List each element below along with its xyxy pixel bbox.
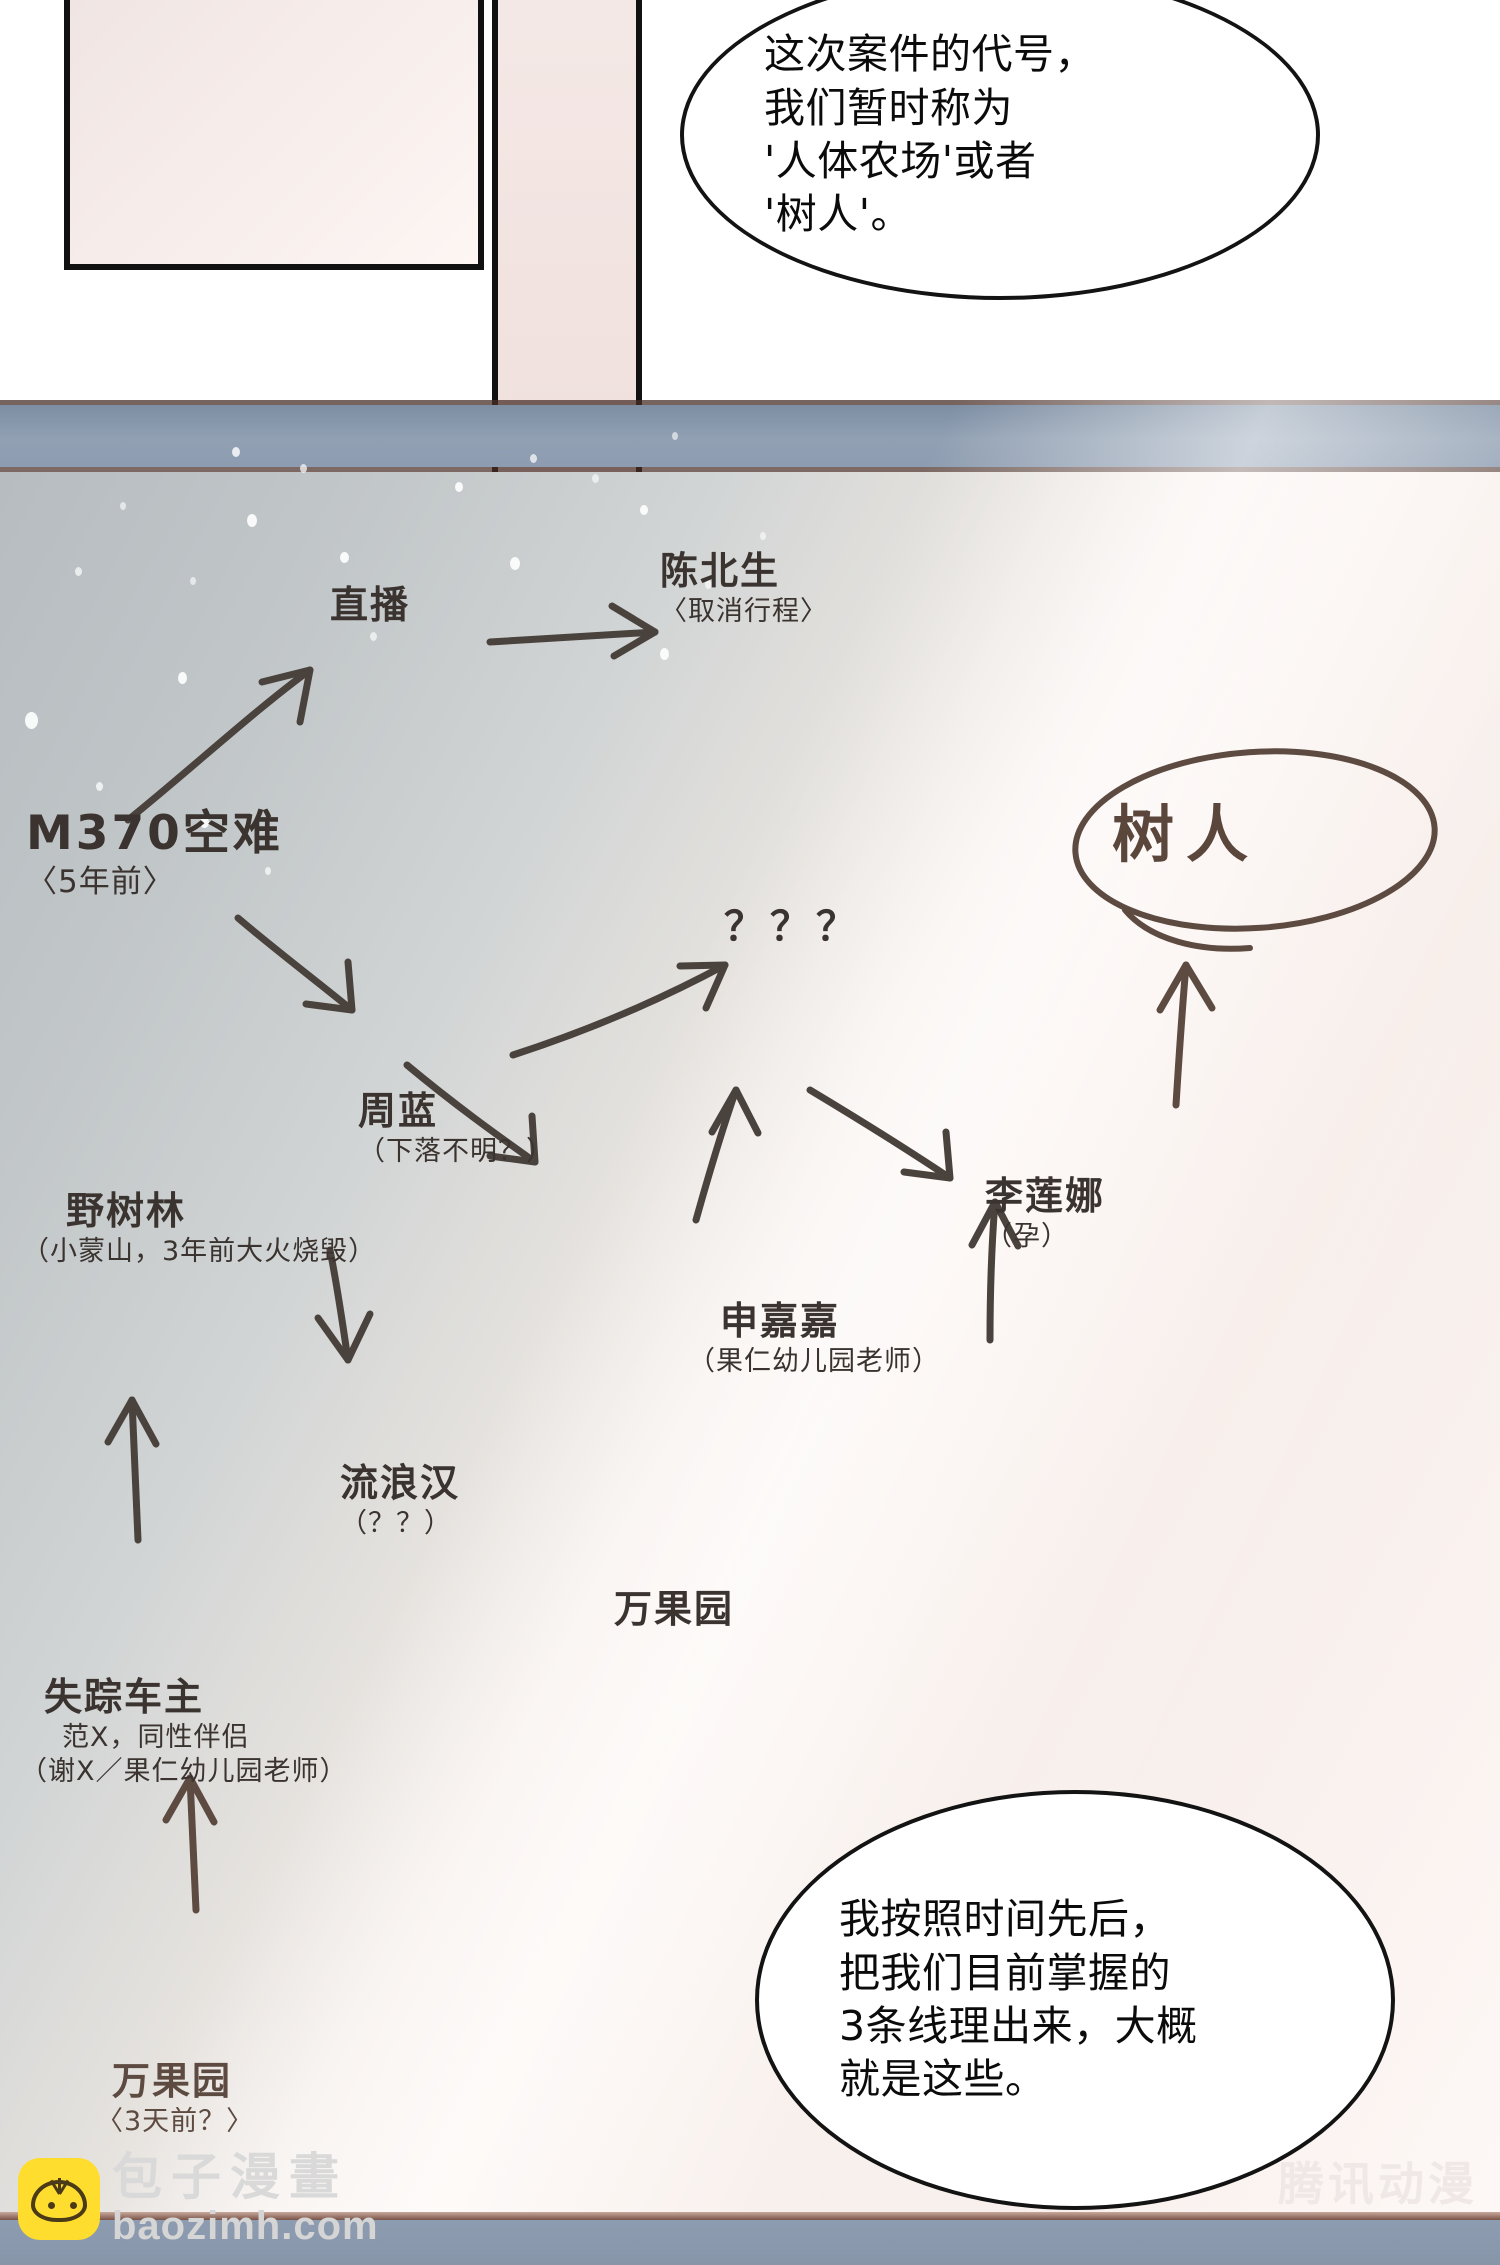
- node-subtitle: （小蒙山，3年前大火烧毁）: [22, 1235, 377, 1267]
- mindmap-node-ye-shu-lin: 野树林 （小蒙山，3年前大火烧毁）: [22, 1189, 376, 1267]
- baozi-bun-icon: [18, 2158, 100, 2240]
- node-title: 野树林: [66, 1189, 187, 1233]
- mindmap-node-li-lianna: 李莲娜 （孕）: [985, 1175, 1105, 1252]
- node-title: 申嘉嘉: [720, 1299, 841, 1343]
- mindmap-node-hub-shuren: 树人: [1112, 798, 1261, 871]
- comic-panel-upper-left: [64, 0, 484, 270]
- bun-eye: [48, 2202, 55, 2209]
- mindmap-node-m370: M370空难 〈5年前〉: [26, 806, 283, 900]
- mindmap-node-liu-lang-han: 流浪汉 （？？）: [340, 1462, 460, 1539]
- mindmap-node-wan-guo-yuan-bottom: 万果园 〈3天前？〉: [96, 2059, 254, 2137]
- baozi-watermark-url: baozimh.com: [112, 2204, 379, 2248]
- node-title: M370空难: [26, 806, 283, 861]
- node-title: ？？？: [724, 904, 862, 950]
- node-title: 万果园: [112, 2059, 233, 2103]
- node-subtitle: （孕）: [985, 1220, 1069, 1252]
- node-title: 李莲娜: [985, 1174, 1106, 1218]
- mindmap-node-chen-beisheng: 陈北生 〈取消行程〉: [660, 550, 828, 627]
- panel-bottom-border: [0, 2212, 1500, 2220]
- node-subtitle: 范X，同性伴侣: [62, 1721, 250, 1753]
- baozi-watermark-cn: 包子漫畫: [112, 2148, 348, 2206]
- tencent-watermark: 腾讯动漫: [1278, 2157, 1478, 2211]
- baozi-watermark: 包子漫畫 baozimh.com: [18, 2152, 379, 2246]
- node-title: 流浪汉: [340, 1461, 461, 1505]
- node-title: 周蓝: [358, 1089, 439, 1133]
- mindmap-node-zhibo: 直播: [330, 584, 410, 627]
- bun-eye: [70, 2202, 77, 2209]
- investigation-mindmap: .ar{fill:none;stroke:#4a423d;stroke-widt…: [0, 400, 1500, 2220]
- mindmap-arrows: .ar{fill:none;stroke:#4a423d;stroke-widt…: [104, 602, 1438, 1914]
- mindmap-node-wan-guo-yuan-mid: 万果园: [614, 1588, 734, 1631]
- mindmap-node-unknown: ？？？: [724, 905, 862, 950]
- node-title: 树人: [1112, 798, 1261, 871]
- baozi-watermark-text: 包子漫畫 baozimh.com: [112, 2152, 379, 2246]
- mindmap-node-shen-jiajia: 申嘉嘉 （果仁幼儿园老师）: [688, 1299, 940, 1377]
- node-subtitle: （下落不明？）: [358, 1135, 554, 1167]
- node-title: 直播: [330, 583, 411, 627]
- node-title: 失踪车主: [44, 1675, 205, 1719]
- bottom-wall-band: [0, 2220, 1500, 2265]
- mindmap-node-missing-owner: 失踪车主 范X，同性伴侣 （谢X／果仁幼儿园老师）: [20, 1675, 348, 1787]
- mindmap-node-zhou-lan: 周蓝 （下落不明？）: [358, 1090, 554, 1167]
- node-title: 陈北生: [660, 549, 781, 593]
- node-subtitle: 〈5年前〉: [26, 863, 175, 900]
- speech-bubble-bottom: 我按照时间先后， 把我们目前掌握的 3条线理出来，大概 就是这些。: [755, 1790, 1395, 2210]
- speech-bubble-top-text: 这次案件的代号， 我们暂时称为 '人体农场'或者 '树人'。: [764, 30, 1096, 239]
- speech-bubble-bottom-text: 我按照时间先后， 把我们目前掌握的 3条线理出来，大概 就是这些。: [839, 1895, 1198, 2104]
- node-subtitle: 〈3天前？〉: [96, 2105, 255, 2137]
- speech-bubble-top: 这次案件的代号， 我们暂时称为 '人体农场'或者 '树人'。: [680, 0, 1320, 300]
- node-subtitle: 〈取消行程〉: [660, 595, 828, 627]
- node-title: 万果园: [614, 1587, 735, 1631]
- node-subtitle: （？？）: [340, 1507, 452, 1539]
- node-subtitle-2: （谢X／果仁幼儿园老师）: [20, 1755, 348, 1787]
- node-subtitle: （果仁幼儿园老师）: [688, 1345, 940, 1377]
